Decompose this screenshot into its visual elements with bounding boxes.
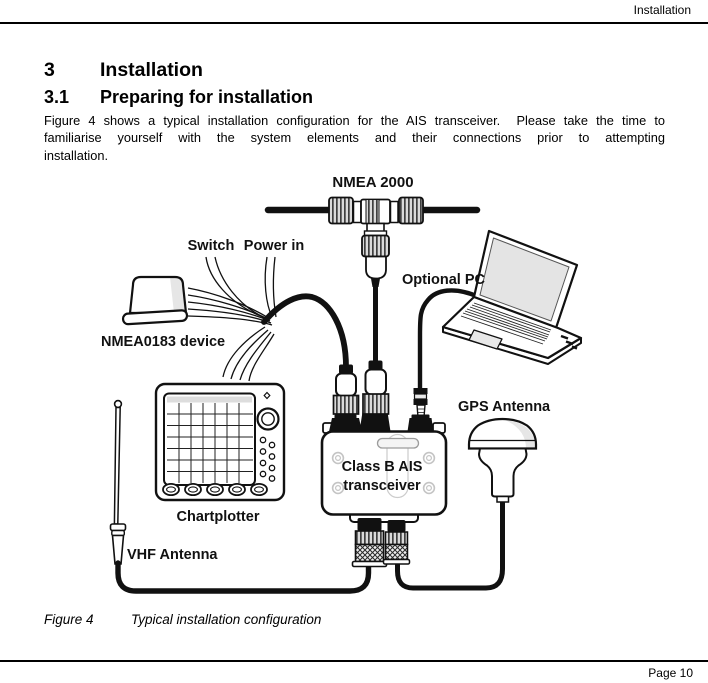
subsection-title: Preparing for installation bbox=[100, 87, 314, 107]
laptop bbox=[441, 229, 583, 365]
nmea2000-plug bbox=[362, 360, 390, 415]
gps-coupler bbox=[384, 543, 409, 561]
chartplotter-soft-keys[interactable] bbox=[162, 482, 268, 496]
footer-rule bbox=[0, 660, 708, 662]
nmea0183-device bbox=[121, 275, 189, 326]
laptop-ports bbox=[560, 334, 578, 350]
label-optional-pc: Optional PC bbox=[402, 272, 486, 288]
label-chartplotter: Chartplotter bbox=[177, 509, 260, 525]
label-nmea0183-device: NMEA0183 device bbox=[101, 334, 225, 350]
section-heading: 3 Installation bbox=[44, 60, 684, 80]
label-switch: Switch bbox=[188, 238, 235, 254]
body-line: installation. bbox=[44, 147, 109, 163]
nmea2000-drop-plug bbox=[361, 234, 390, 366]
gps-antenna bbox=[467, 417, 538, 503]
figure-caption: Figure 4 Typical installation configurat… bbox=[44, 612, 321, 627]
mounting-screws bbox=[331, 451, 436, 495]
header-section-title: Installation bbox=[633, 3, 691, 17]
nmea2000-tee-connector bbox=[328, 196, 424, 237]
vhf-coupler bbox=[354, 543, 385, 563]
subsection-heading: 3.1 Preparing for installation bbox=[44, 88, 684, 107]
label-vhf-antenna: VHF Antenna bbox=[127, 547, 218, 563]
section-number: 3 bbox=[44, 59, 55, 81]
gps-cable bbox=[395, 497, 505, 591]
body-line: familiarise yourself with the system ele… bbox=[44, 130, 665, 146]
header-rule bbox=[0, 22, 708, 24]
figure-caption-text: Typical installation configuration bbox=[131, 612, 322, 627]
chartplotter-grid bbox=[167, 403, 253, 483]
transceiver-label-line2: transceiver bbox=[343, 478, 421, 494]
diagram-labels: NMEA 2000 Switch Power in Optional PC NM… bbox=[101, 174, 551, 563]
pc-cable bbox=[417, 288, 482, 392]
transceiver-label-line1: Class B AIS bbox=[342, 459, 423, 475]
vhf-cable bbox=[115, 560, 372, 594]
power-led-icon bbox=[263, 391, 271, 400]
label-nmea2000: NMEA 2000 bbox=[332, 174, 413, 191]
chartplotter bbox=[154, 382, 286, 502]
pc-cable-connector bbox=[413, 388, 428, 418]
chartplotter-wires bbox=[222, 326, 275, 382]
body-line: Figure 4 shows a typical installation co… bbox=[44, 113, 665, 128]
subsection-number: 3.1 bbox=[44, 87, 70, 107]
nmea0183-wires bbox=[187, 287, 273, 326]
data-cable bbox=[261, 293, 349, 370]
ais-transceiver: Class B AIS transceiver bbox=[320, 360, 448, 568]
laptop-keyboard bbox=[460, 302, 552, 345]
vhf-antenna bbox=[109, 399, 127, 565]
page-number: Page 10 bbox=[648, 666, 693, 680]
label-gps-antenna: GPS Antenna bbox=[458, 399, 551, 415]
section-title: Installation bbox=[100, 59, 203, 81]
chartplotter-side-buttons[interactable] bbox=[259, 436, 276, 482]
data-plug bbox=[332, 364, 360, 415]
label-power-in: Power in bbox=[244, 238, 304, 254]
figure-caption-label: Figure 4 bbox=[44, 612, 94, 627]
laptop-touchpad bbox=[468, 329, 503, 350]
chartplotter-knob-center[interactable] bbox=[261, 412, 275, 426]
body-paragraph: Figure 4 shows a typical installation co… bbox=[44, 112, 665, 164]
